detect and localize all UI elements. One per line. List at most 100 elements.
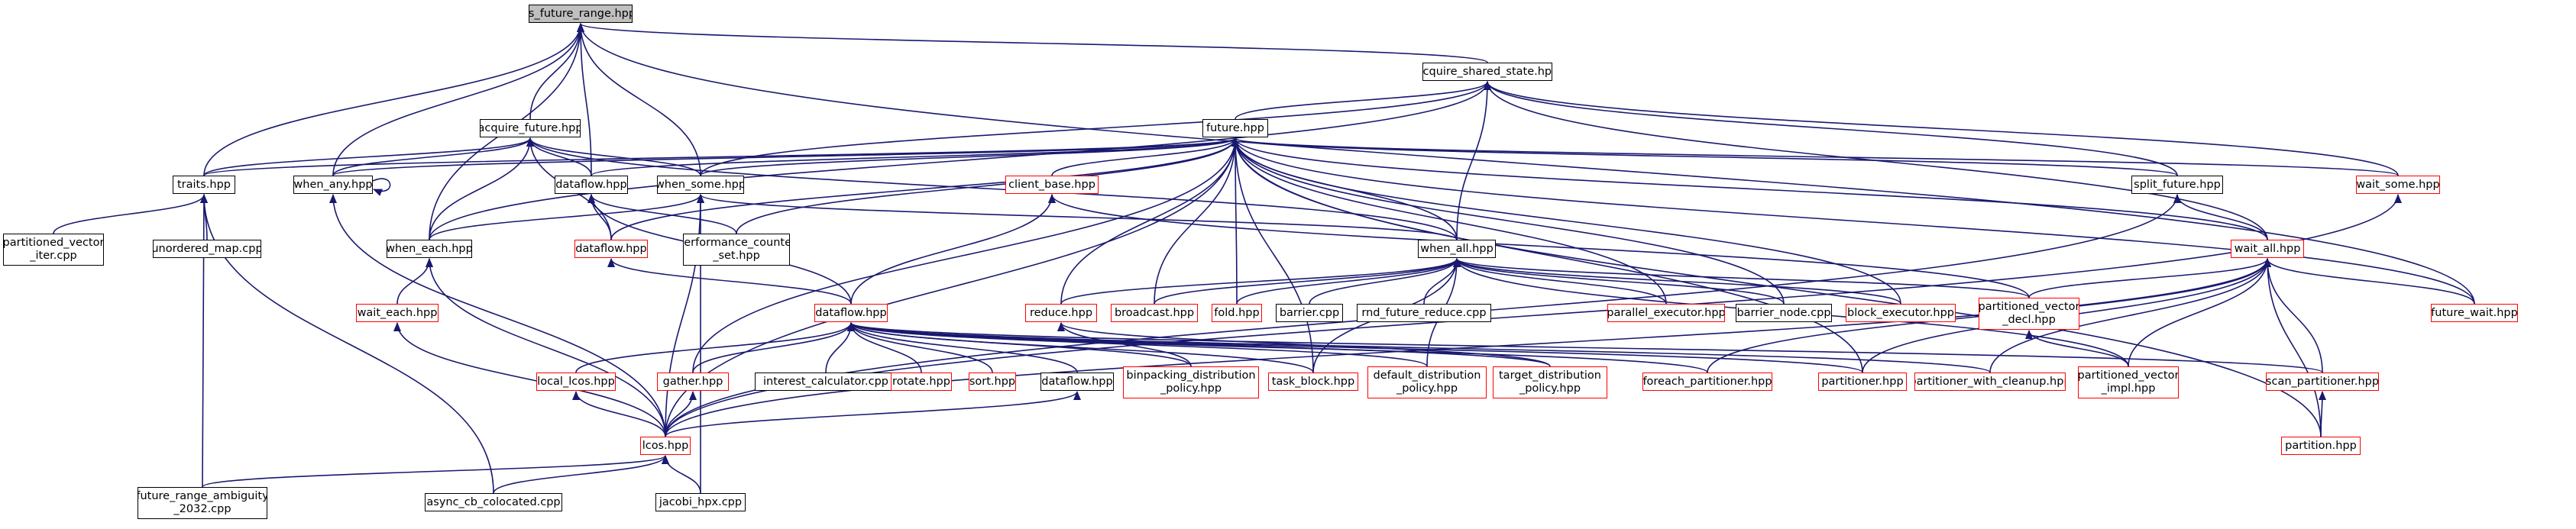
node-sort-hpp[interactable]: sort.hpp: [969, 373, 1016, 391]
node-jacobi-hpx-cpp[interactable]: jacobi_hpx.cpp: [655, 493, 746, 511]
edge-traits-to-acquire-future: [203, 137, 534, 176]
node-binpacking-distribution-policy-hpp[interactable]: binpacking_distribution_policy.hpp: [1123, 366, 1259, 398]
edge-lcos-to-gather: [665, 391, 697, 437]
node-gather-hpp[interactable]: gather.hpp: [657, 373, 729, 391]
edge-reduce-to-when-all: [1060, 258, 1461, 305]
edge-broadcast-to-when-all: [1154, 258, 1461, 305]
edge-binpacking-to-reduce: [1057, 322, 1192, 367]
edge-fold-to-when-all: [1236, 258, 1461, 305]
node-reduce-hpp[interactable]: reduce.hpp: [1025, 304, 1097, 322]
node-scan-partitioner-hpp[interactable]: scan_partitioner.hpp: [2266, 373, 2379, 391]
node-traits-hpp[interactable]: traits.hpp: [173, 176, 235, 194]
node-wait-each-hpp[interactable]: wait_each.hpp: [356, 304, 439, 322]
node-future-wait-hpp[interactable]: future_wait.hpp: [2431, 304, 2518, 322]
edge-future-wait-to-future: [1231, 137, 2475, 305]
edge-when-some-to-is-future-range: [577, 23, 701, 176]
edge-dataflow-red2-to-client-base: [850, 194, 1056, 305]
edge-wait-all-to-split-future: [2173, 194, 2268, 240]
node-is-future-range-hpp[interactable]: is_future_range.hpp: [529, 5, 633, 23]
node-when-each-hpp[interactable]: when_each.hpp: [387, 240, 472, 258]
node-when-any-hpp[interactable]: when_any.hpp: [293, 176, 373, 194]
node-interest-calculator-cpp[interactable]: interest_calculator.cpp: [755, 373, 897, 391]
edge-dataflow-red2-to-dataflow-red1: [607, 258, 852, 305]
node-acquire-future-hpp[interactable]: acquire_future.hpp: [480, 119, 581, 137]
node-async-cb-colocated-cpp[interactable]: async_cb_colocated.cpp: [425, 493, 562, 511]
node-parallel-executor-hpp[interactable]: parallel_executor.hpp: [1607, 304, 1725, 322]
edge-wait-all-to-future: [1231, 137, 2268, 240]
edge-client-base-to-future: [1051, 137, 1239, 176]
edge-partitioned-vector-iter-to-traits: [53, 194, 208, 234]
edge-barrier-node-to-when-all: [1453, 258, 1785, 305]
edge-partitioner-cleanup-to-dataflow-red2: [847, 322, 1991, 373]
node-dataflow-hpp[interactable]: dataflow.hpp: [555, 176, 628, 194]
edge-partitioned-vector-decl-to-wait-all: [2028, 258, 2271, 298]
node-partitioned-vector-iter-cpp[interactable]: partitioned_vector_iter.cpp: [3, 234, 104, 266]
edge-scan-partitioner-to-dataflow-red2: [847, 322, 2323, 373]
node-task-block-hpp[interactable]: task_block.hpp: [1268, 373, 1358, 391]
edge-target-distribution-to-reduce: [1057, 322, 1551, 367]
node-rotate-hpp[interactable]: rotate.hpp: [891, 373, 952, 391]
node-barrier-cpp[interactable]: barrier.cpp: [1276, 304, 1343, 322]
node-block-executor-hpp[interactable]: block_executor.hpp: [1846, 304, 1956, 322]
edge-when-all-to-when-some: [697, 194, 1458, 240]
edge-jacobi-hpx-to-lcos: [662, 455, 701, 494]
node-wait-some-hpp[interactable]: wait_some.hpp: [2356, 176, 2440, 194]
edge-lcos-to-when-any: [329, 194, 666, 437]
edge-when-any-to-is-future-range: [332, 23, 584, 176]
node-barrier-node-cpp[interactable]: barrier_node.cpp: [1736, 304, 1832, 322]
edge-split-future-to-acquire-shared-state: [1484, 81, 2178, 176]
edge-partitioner-cleanup-to-wait-all: [1989, 258, 2271, 373]
edge-lcos-to-wait-all: [665, 258, 2271, 437]
edge-future-range-ambiguity-to-lcos: [202, 455, 669, 488]
node-when-all-hpp[interactable]: when_all.hpp: [1418, 240, 1496, 258]
node-dataflow-hpp-3[interactable]: dataflow.hpp: [1040, 373, 1114, 391]
edge-parallel-executor-to-when-all: [1453, 258, 1667, 305]
edge-partitioned-vector-decl-to-client-base: [1048, 194, 2030, 298]
edge-dataflow1-to-is-future-range: [577, 23, 592, 176]
node-partitioner-with-cleanup-hpp[interactable]: partitioner_with_cleanup.hpp: [1914, 373, 2066, 391]
node-foreach-partitioner-hpp[interactable]: foreach_partitioner.hpp: [1642, 373, 1772, 391]
edge-block-executor-to-future: [1231, 137, 1901, 305]
node-split-future-hpp[interactable]: split_future.hpp: [2131, 176, 2223, 194]
node-future-hpp[interactable]: future.hpp: [1202, 119, 1268, 137]
edge-when-some-to-acquire-shared-state: [700, 81, 1491, 176]
node-unordered-map-cpp[interactable]: unordered_map.cpp: [153, 240, 261, 258]
node-partitioned-vector-impl-hpp[interactable]: partitioned_vector_impl.hpp: [2078, 366, 2179, 398]
node-local-lcos-hpp[interactable]: local_lcos.hpp: [536, 373, 616, 391]
node-target-distribution-policy-hpp[interactable]: target_distribution_policy.hpp: [1493, 366, 1607, 398]
node-when-some-hpp[interactable]: when_some.hpp: [657, 176, 744, 194]
edge-dataflow1-to-future: [591, 137, 1239, 176]
edge-barrier-cpp-to-when-all: [1309, 258, 1461, 305]
edge-when-all-to-acquire-future: [526, 137, 1458, 240]
node-lcos-hpp[interactable]: lcos.hpp: [640, 437, 691, 455]
edge-future-wait-to-wait-all: [2264, 258, 2475, 305]
edge-wait-each-to-when-each: [396, 258, 433, 305]
edge-partition-to-wait-all: [2264, 258, 2322, 437]
node-broadcast-hpp[interactable]: broadcast.hpp: [1111, 304, 1198, 322]
node-acquire-shared-state-hpp[interactable]: acquire_shared_state.hpp: [1422, 63, 1552, 81]
node-wait-all-hpp[interactable]: wait_all.hpp: [2231, 240, 2304, 258]
edge-acquire-shared-state-to-is-future-range: [577, 23, 1488, 63]
node-partitioner-hpp[interactable]: partitioner.hpp: [1818, 373, 1907, 391]
node-rnd-future-reduce-cpp[interactable]: rnd_future_reduce.cpp: [1357, 304, 1491, 322]
edge-lcos-to-when-each: [426, 258, 666, 437]
edge-when-any-to-future: [332, 137, 1239, 176]
edge-dataflow-red1-to-future: [610, 137, 1239, 240]
node-dataflow-hpp-red[interactable]: dataflow.hpp: [574, 240, 648, 258]
node-dataflow-hpp-2[interactable]: dataflow.hpp: [814, 304, 888, 322]
edge-acquire-future-to-is-future-range: [529, 23, 584, 120]
edge-interest-calculator-to-dataflow-red2: [825, 322, 855, 373]
edge-dataflow-black-to-dataflow-red2: [847, 322, 1078, 373]
node-partition-hpp[interactable]: partition.hpp: [2281, 437, 2361, 455]
node-partitioned-vector-decl-hpp[interactable]: partitioned_vector_decl.hpp: [1979, 298, 2079, 330]
edge-barrier-node-to-future: [1231, 137, 1785, 305]
edge-sort-to-dataflow-red2: [847, 322, 993, 373]
edge-when-each-to-acquire-future: [429, 137, 534, 240]
node-client-base-hpp[interactable]: client_base.hpp: [1005, 176, 1099, 194]
node-future-range-ambiguity-2032-cpp[interactable]: future_range_ambiguity_2032.cpp: [138, 487, 267, 519]
node-fold-hpp[interactable]: fold.hpp: [1212, 304, 1262, 322]
node-default-distribution-policy-hpp[interactable]: default_distribution_policy.hpp: [1367, 366, 1487, 398]
edge-wait-some-to-future: [1231, 137, 2399, 176]
